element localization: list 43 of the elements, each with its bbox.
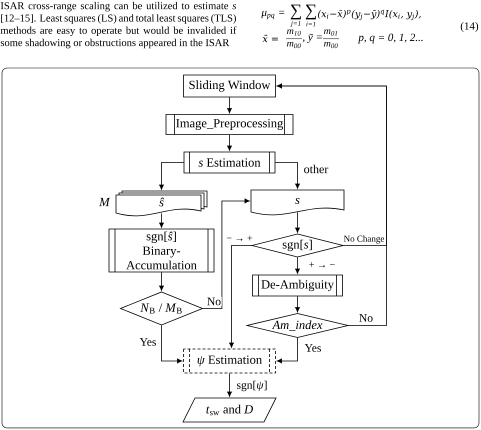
arrow [159, 162, 184, 190]
predefined-process-box: Image_Preprocessing [166, 114, 294, 135]
equation-text: m$_{00}$ [324, 42, 338, 48]
predefined-process-box: De-Ambiguity [252, 274, 343, 296]
predefined-process-box: sgn[ŝ] Binary-Accumulation [108, 228, 214, 272]
arrow [295, 212, 300, 233]
equation-text: m$_{00}$ [287, 42, 301, 48]
sum-sign: ∑ [306, 4, 316, 20]
arrow [159, 272, 164, 291]
equation-text: μ$_{pq}$ = [261, 10, 284, 20]
side-label: M [99, 198, 110, 206]
equation-text: p, q = 0, 1, 2... [358, 34, 423, 44]
edge-label: Yes [304, 343, 322, 353]
arrow [202, 198, 250, 309]
equation-number: (14) [460, 22, 478, 32]
predefined-process-box: s Estimation [184, 152, 276, 174]
edge-label: sgn[ψ] [236, 380, 268, 392]
sum-sign: ∑ [290, 4, 301, 20]
arrow [159, 212, 164, 228]
arrow [227, 134, 232, 151]
arrow [295, 257, 300, 274]
arrow [276, 84, 387, 326]
process-box: Sliding Window [183, 74, 276, 98]
dashed-process-box: ψ Estimation [183, 348, 276, 374]
arrow [161, 324, 182, 364]
arrow [276, 337, 298, 364]
edge-label: No Change [342, 234, 386, 244]
equation-text: x̄ = [262, 34, 278, 42]
edge-label: + → − [308, 261, 336, 269]
edge-label: Yes [138, 337, 158, 347]
equation-text: , ȳ = [302, 34, 322, 43]
equation-text: (x$_{i}$−x̄)$^{p}$(y$_{j}$−ȳ)$^{q}$I(x$_{i}$, y$_{j}$), [318, 10, 421, 20]
arrow [227, 372, 232, 397]
equation-text: m$_{01}$ [324, 29, 338, 36]
arrow [295, 296, 300, 312]
arrow [275, 162, 300, 189]
arrow [227, 97, 232, 114]
edge-label: other [302, 164, 330, 174]
edge-label: No [206, 296, 222, 306]
equation-text: m$_{10}$ [287, 29, 301, 36]
body-text: ISAR cross-range scaling can be utilized to estimate s [12–15]. Least squares (LS) and total least squares (TLS) methods are easy to operate but would be invalided if some shadowing or obstructions appeared in the ISAR [0, 2, 236, 48]
arrow [229, 245, 252, 348]
edge-label: No [358, 313, 374, 323]
